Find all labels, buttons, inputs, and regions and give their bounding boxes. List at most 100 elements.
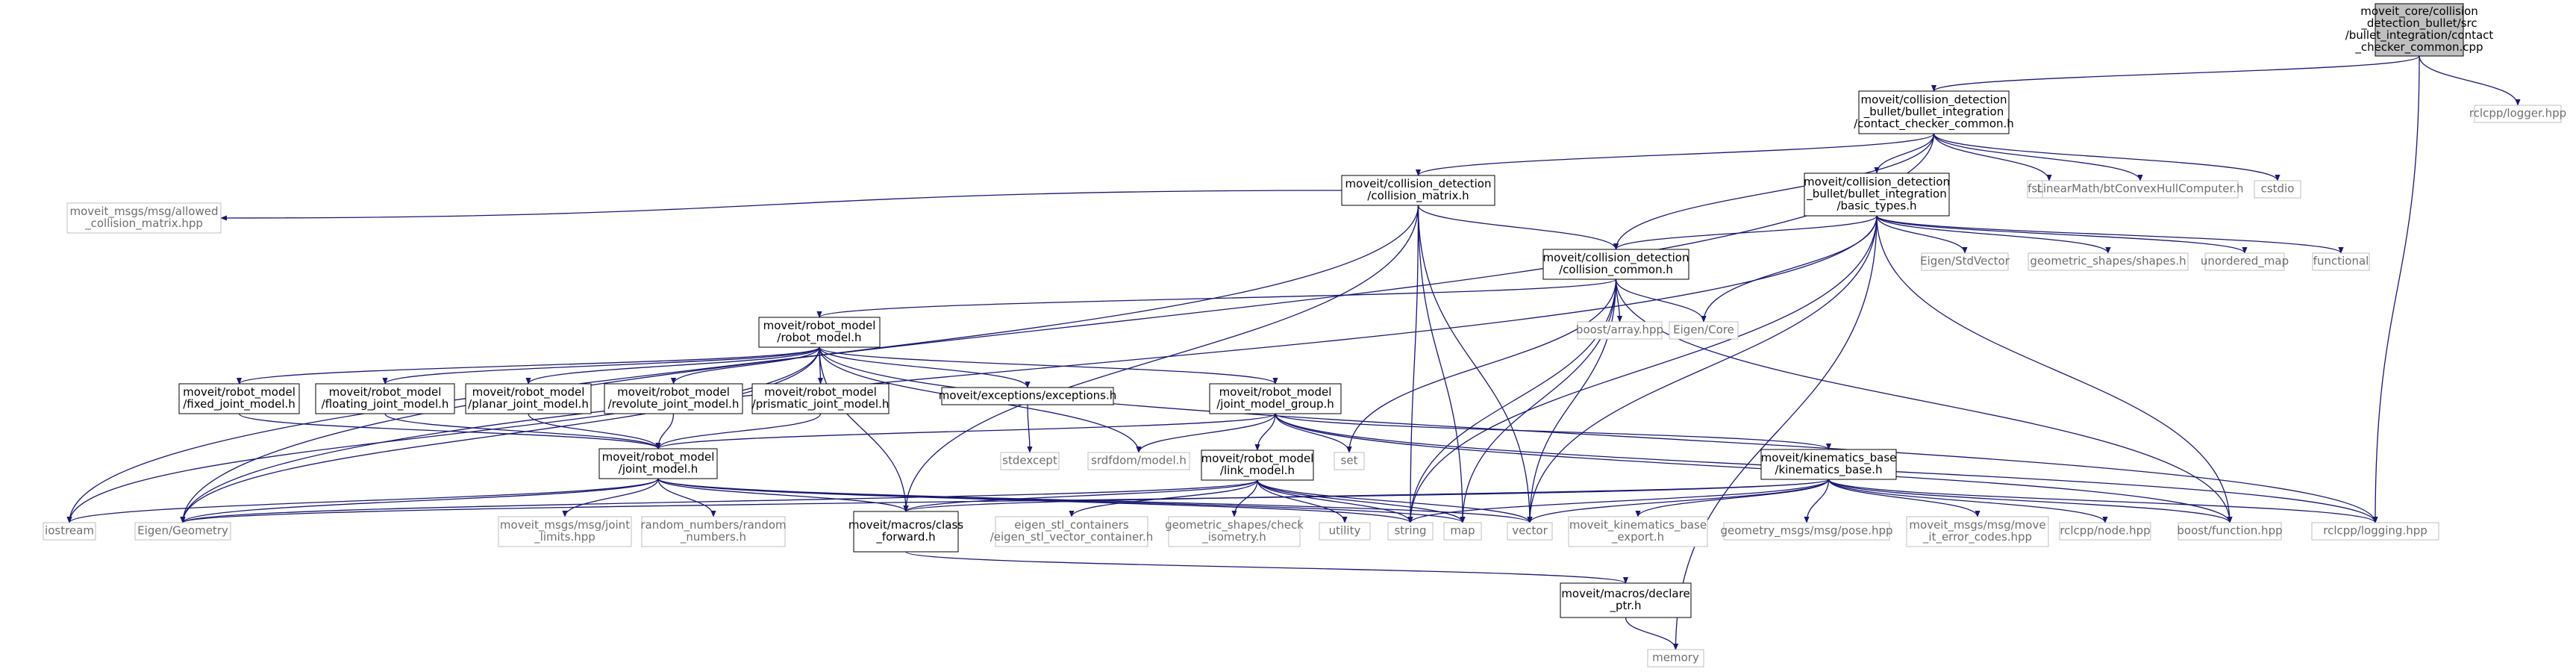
node-moveit-robot-model-fixed-joint-model-h[interactable]: moveit/robot_model/fixed_joint_model.h (178, 383, 300, 414)
node-box (1906, 516, 2049, 547)
node-eigen-geometry[interactable]: Eigen/Geometry (134, 522, 231, 541)
node-vector[interactable]: vector (1507, 522, 1553, 541)
node-eigen-stl-containers-eigen-stl-vector-container-h[interactable]: eigen_stl_containers/eigen_stl_vector_co… (990, 516, 1154, 547)
node-box (134, 522, 231, 541)
edge-ccommon-to-map (1460, 279, 1617, 523)
node-cstdio[interactable]: cstdio (2254, 180, 2301, 199)
node-moveit-collision-detection-bullet-bullet-integration-basic-types-h[interactable]: moveit/collision_detection_bullet/bullet… (1804, 172, 1950, 217)
node-label-line: _collision_matrix.hpp (84, 217, 203, 231)
node-unordered-map[interactable]: unordered_map (2201, 252, 2289, 271)
node-moveit-collision-detection-collision-matrix-h[interactable]: moveit/collision_detection/collision_mat… (1341, 175, 1495, 206)
edge-ccommon-to-robot_model_h (816, 279, 1617, 318)
edge-link_model-to-vector (1257, 479, 1533, 523)
node-box (1168, 516, 1301, 547)
node-eigen-stdvector[interactable]: Eigen/StdVector (1920, 252, 2010, 271)
node-label-line: /joint_model.h (619, 462, 698, 476)
edge-basic_types-to-geom_shapes (1876, 215, 2111, 254)
node-box (2312, 252, 2370, 271)
node-label-line: functional (2313, 255, 2369, 268)
node-box (2311, 522, 2439, 541)
node-label-line: cstdio (2261, 182, 2295, 196)
node-label-line: set (1341, 454, 1358, 467)
node-moveit-robot-model-prismatic-joint-model-h[interactable]: moveit/robot_model/prismatic_joint_model… (751, 383, 890, 414)
node-boost-array-hpp[interactable]: boost/array.hpp (1576, 321, 1663, 340)
node-map[interactable]: map (1443, 522, 1482, 541)
edge-jmg-to-srdfdom (1136, 413, 1276, 453)
node-box (1542, 249, 1689, 280)
node-rclcpp-logger-hpp[interactable]: rclcpp/logger.hpp (2469, 105, 2566, 123)
edge-kin_base-to-string (1407, 479, 1830, 523)
edge-root-to-ccc_h (1931, 55, 2420, 92)
node-moveit-collision-detection-collision-common-h[interactable]: moveit/collision_detection/collision_com… (1542, 249, 1689, 280)
node-moveit-robot-model-revolute-joint-model-h[interactable]: moveit/robot_model/revolute_joint_model.… (604, 383, 743, 414)
node-label-line: memory (1652, 651, 1699, 665)
node-geometric-shapes-check-isometry-h[interactable]: geometric_shapes/check_isometry.h (1165, 516, 1304, 547)
node-moveit-msgs-msg-allowed-collision-matrix-hpp[interactable]: moveit_msgs/msg/allowed_collision_matrix… (66, 202, 222, 234)
node-moveit-kinematics-base-kinematics-base-h[interactable]: moveit/kinematics_base/kinematics_base.h (1760, 449, 1897, 480)
edge-basic_types-to-eigen_geom (180, 215, 1878, 523)
node-linearmath-btconvexhullcomputer-h[interactable]: LinearMath/btConvexHullComputer.h (2036, 180, 2244, 199)
node-moveit-kinematics-base-export-h[interactable]: moveit_kinematics_base_export.h (1568, 516, 1708, 547)
node-moveit-robot-model-planar-joint-model-h[interactable]: moveit/robot_model/planar_joint_model.h (465, 383, 592, 414)
node-geometric-shapes-shapes-h[interactable]: geometric_shapes/shapes.h (2028, 252, 2189, 271)
node-label-line: moveit/collision_detection (1543, 251, 1689, 265)
edge-ccc_h-to-cmatrix (1416, 133, 1935, 176)
node-moveit-robot-model-link-model-h[interactable]: moveit/robot_model/link_model.h (1201, 449, 1314, 481)
node-moveit-exceptions-exceptions-h[interactable]: moveit/exceptions/exceptions.h (939, 387, 1117, 405)
node-box (43, 522, 96, 541)
node-moveit-macros-declare-ptr-h[interactable]: moveit/macros/declare_ptr.h (1560, 582, 1692, 618)
node-label-line: geometric_shapes/check (1165, 518, 1304, 532)
node-moveit-msgs-msg-joint-limits-hpp[interactable]: moveit_msgs/msg/joint_limits.hpp (498, 516, 632, 547)
node-eigen-core[interactable]: Eigen/Core (1669, 321, 1739, 340)
node-rclcpp-logging-hpp[interactable]: rclcpp/logging.hpp (2311, 522, 2439, 541)
edge-robot_model_h-to-class_fwd (819, 346, 909, 512)
edge-ccommon-to-boost_function (1615, 279, 2233, 523)
node-label-line: /revolute_joint_model.h (608, 397, 740, 411)
node-moveit-msgs-msg-move-it-error-codes-hpp[interactable]: moveit_msgs/msg/move_it_error_codes.hpp (1906, 516, 2049, 547)
node-moveit-robot-model-floating-joint-model-h[interactable]: moveit/robot_model/floating_joint_model.… (315, 383, 455, 414)
node-label-line: unordered_map (2201, 255, 2289, 269)
node-moveit-robot-model-joint-model-group-h[interactable]: moveit/robot_model/joint_model_group.h (1209, 383, 1342, 414)
node-random-numbers-random-numbers-h[interactable]: random_numbers/random_numbers.h (640, 516, 787, 547)
node-label-line: utility (1329, 524, 1361, 538)
node-srdfdom-model-h[interactable]: srdfdom/model.h (1087, 452, 1190, 470)
node-memory[interactable]: memory (1647, 649, 1704, 668)
edge-kin_base-to-rclcpp_node (1828, 479, 2108, 523)
node-moveit-robot-model-robot-model-h[interactable]: moveit/robot_model/robot_model.h (758, 317, 881, 348)
edge-robot_model_h-to-revolute_joint (670, 346, 820, 385)
node-label-line: srdfdom/model.h (1091, 454, 1187, 467)
node-rclcpp-node-hpp[interactable]: rclcpp/node.hpp (2059, 522, 2151, 541)
node-string[interactable]: string (1387, 522, 1434, 541)
node-utility[interactable]: utility (1319, 522, 1371, 541)
edge-ccc_h-to-cstdio (1933, 133, 2280, 181)
node-label-line: moveit/collision_detection (1804, 175, 1950, 190)
node-moveit-core-collision-detection-bullet-src-bullet-integration-contact-checker-common-cpp: moveit_core/collision_detection_bullet/s… (2345, 3, 2493, 57)
edge-robot_model_h-to-eigen_geom (180, 346, 820, 523)
node-label-line: /basic_types.h (1836, 199, 1916, 214)
node-iostream[interactable]: iostream (43, 522, 96, 541)
node-moveit-collision-detection-bullet-bullet-integration-contact-checker-common-h[interactable]: moveit/collision_detection_bullet/bullet… (1854, 90, 2014, 134)
node-label-line: /floating_joint_model.h (322, 397, 449, 411)
node-label-line: rclcpp/logger.hpp (2469, 107, 2566, 120)
node-label-line: /eigen_stl_vector_container.h (990, 530, 1154, 544)
node-boost-function-hpp[interactable]: boost/function.hpp (2177, 522, 2283, 541)
edge-robot_model_h-to-iostream (66, 346, 820, 523)
node-moveit-macros-class-forward-h[interactable]: moveit/macros/class_forward.h (848, 511, 963, 553)
node-moveit-robot-model-joint-model-h[interactable]: moveit/robot_model/joint_model.h (598, 448, 718, 479)
node-geometry-msgs-msg-pose-hpp[interactable]: geometry_msgs/msg/pose.hpp (1720, 522, 1893, 541)
node-box (2059, 522, 2151, 541)
edge-ccc_h-to-basic_types (1874, 133, 1935, 174)
edge-kin_base-to-vector (1527, 479, 1830, 523)
node-functional[interactable]: functional (2312, 252, 2370, 271)
edge-cmatrix-to-map (1417, 205, 1466, 523)
node-set[interactable]: set (1334, 452, 1365, 470)
node-box (2254, 180, 2301, 199)
edge-basic_types-to-eigen_core (1701, 215, 1878, 323)
node-label-line: LinearMath/btConvexHullComputer.h (2036, 182, 2243, 196)
node-box (2028, 252, 2189, 271)
node-stdexcept[interactable]: stdexcept (1000, 452, 1060, 470)
edge-jmg-to-boost_function (1275, 413, 2233, 523)
edge-basic_types-to-vector (1527, 215, 1878, 523)
edge-link_model-to-class_fwd (903, 479, 1258, 512)
